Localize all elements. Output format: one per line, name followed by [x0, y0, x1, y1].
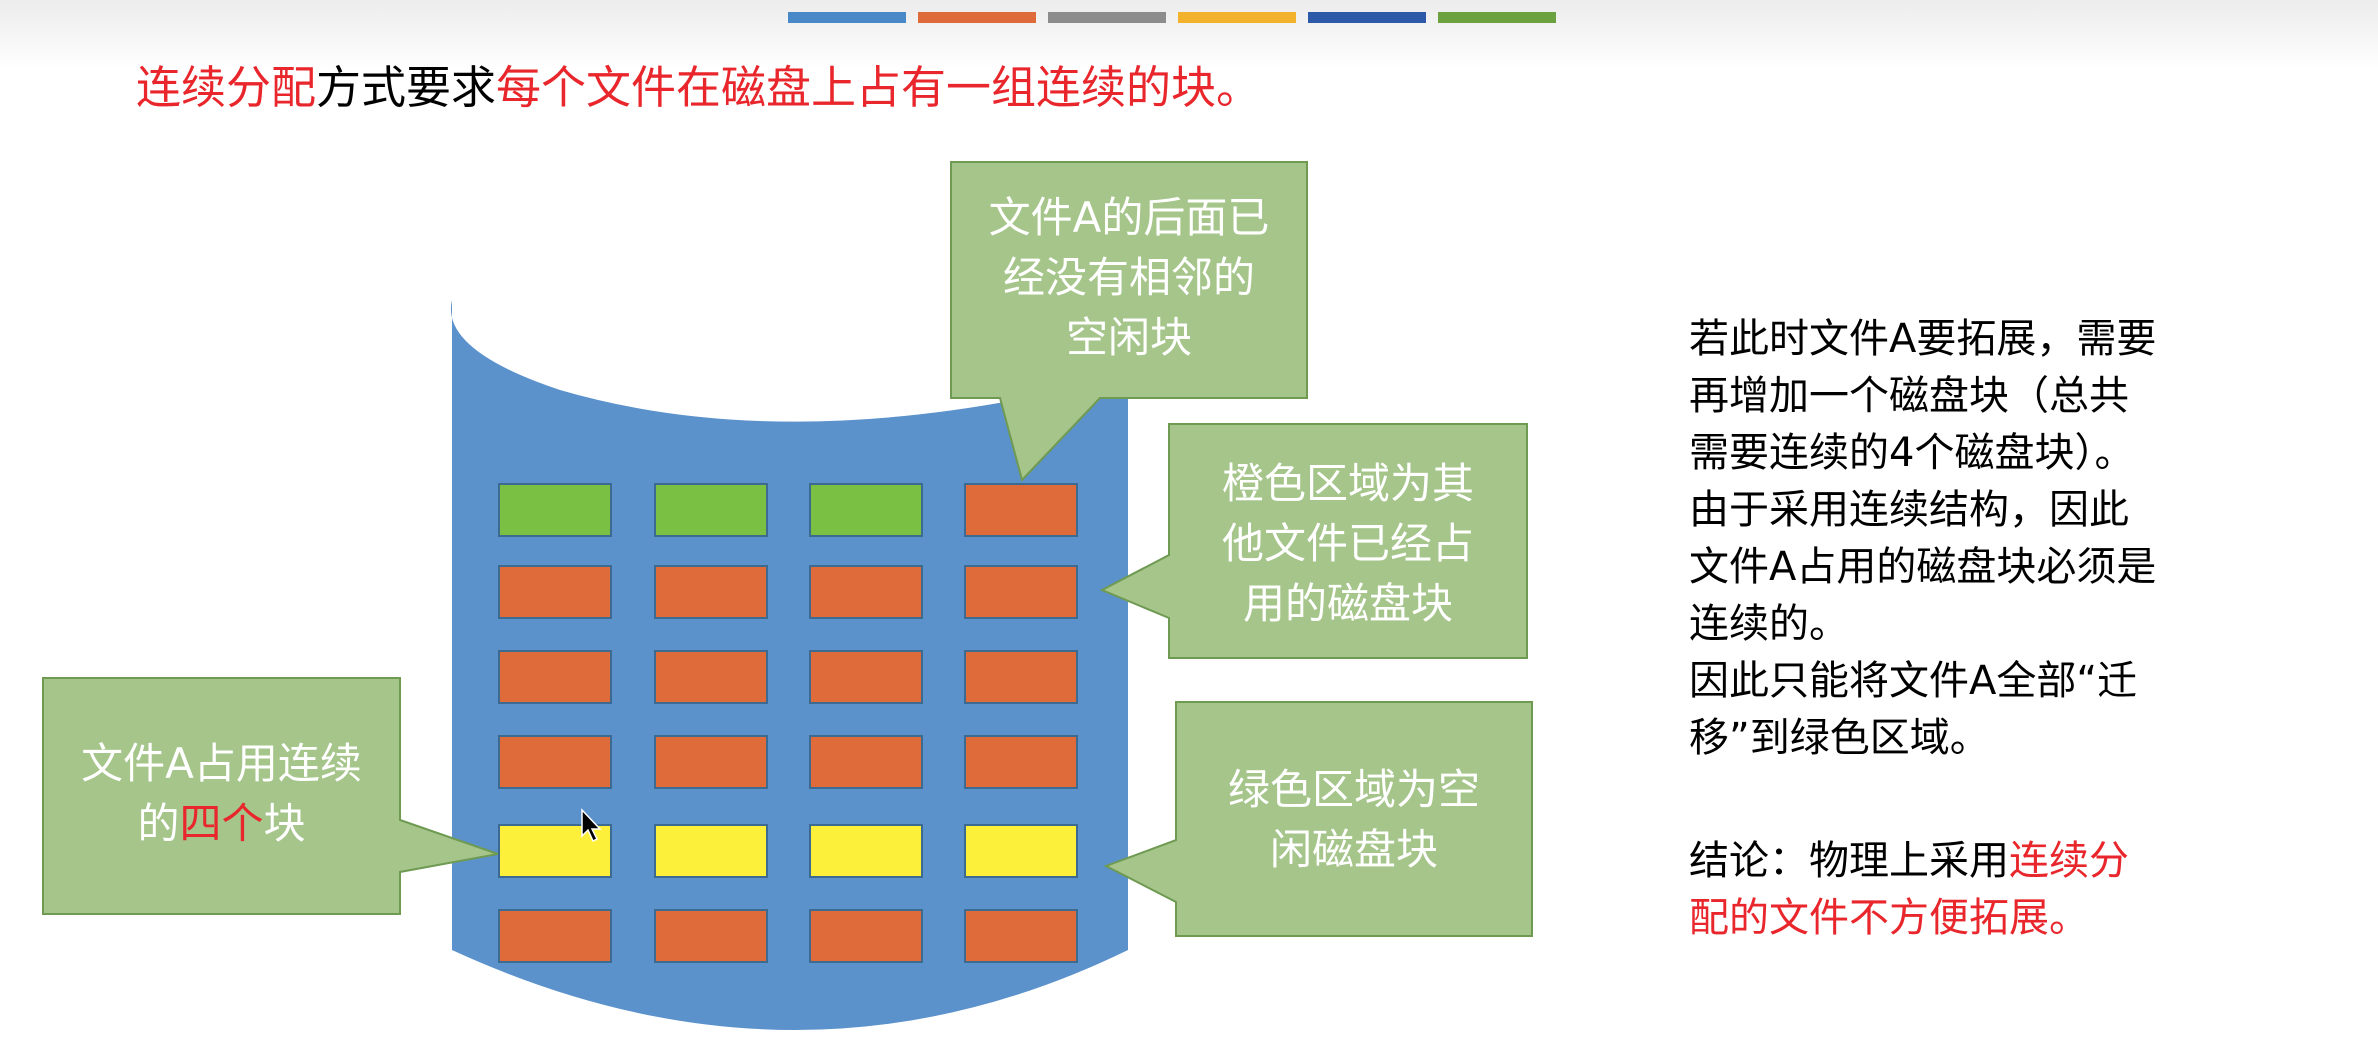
disk-block-occupied — [964, 483, 1078, 537]
conclusion-highlight: 连续分 — [2009, 838, 2129, 884]
title-highlight-1: 连续分配 — [136, 61, 317, 114]
explanation-line: 移”到绿色区域。 — [1689, 715, 1990, 761]
disk-block-occupied — [498, 909, 612, 963]
callout-green-text: 绿色区域为空 闲磁盘块 — [1176, 760, 1532, 880]
top-band — [0, 0, 2378, 70]
disk-block-occupied — [964, 909, 1078, 963]
explanation-line: 若此时文件A要拓展，需要 — [1689, 316, 2157, 362]
mouse-cursor-icon — [581, 808, 602, 843]
callout-line: 空闲块 — [1065, 313, 1192, 362]
disk-block-file-a — [654, 824, 768, 878]
callout-line: 绿色区域为空 — [1227, 765, 1480, 814]
decoration-bar — [918, 12, 1036, 23]
decoration-bar — [788, 12, 906, 23]
explanation-line: 因此只能将文件A全部“迁 — [1689, 658, 2138, 704]
title-plain: 方式要求 — [316, 61, 497, 114]
callout-line: 闲磁盘块 — [1269, 825, 1438, 874]
title-highlight-2: 每个文件在磁盘上占有一组连续的块。 — [496, 61, 1262, 114]
disk-block-free — [809, 483, 923, 537]
disk-block-occupied — [654, 909, 768, 963]
conclusion-part: 结论：物理上采用 — [1689, 838, 2009, 884]
callout-line: 经没有相邻的 — [1002, 253, 1255, 302]
conclusion-highlight: 配的文件不方便拓展。 — [1689, 895, 2089, 941]
conclusion-text: 结论：物理上采用连续分 配的文件不方便拓展。 — [1689, 833, 2329, 947]
conclusion-line: 结论：物理上采用连续分 — [1689, 833, 2329, 890]
disk-block-file-a — [809, 824, 923, 878]
decoration-bar — [1438, 12, 1556, 23]
disk-block-occupied — [654, 735, 768, 789]
decoration-bar — [1048, 12, 1166, 23]
callout-top-text: 文件A的后面已 经没有相邻的 空闲块 — [951, 188, 1307, 368]
callout-orange-box — [1099, 423, 1528, 659]
disk-block-occupied — [809, 650, 923, 704]
explanation-line: 需要连续的4个磁盘块）。 — [1689, 430, 2135, 476]
callout-left-box — [42, 677, 502, 915]
decoration-bar — [1308, 12, 1426, 23]
callout-line-part: 块 — [263, 799, 306, 848]
disk-block-occupied — [964, 650, 1078, 704]
explanation-line: 连续的。 — [1689, 601, 1849, 647]
callout-line: 文件A的后面已 — [988, 193, 1270, 242]
callout-green-box — [1103, 701, 1533, 937]
disk-block-occupied — [498, 735, 612, 789]
disk-block-occupied — [498, 650, 612, 704]
disk-cylinder — [450, 300, 1129, 1030]
disk-block-free — [498, 483, 612, 537]
callout-orange-text: 橙色区域为其 他文件已经占 用的磁盘块 — [1169, 454, 1527, 634]
callout-top-box — [950, 161, 1308, 482]
callout-line: 的四个块 — [43, 794, 400, 854]
disk-block-occupied — [654, 565, 768, 619]
callout-highlight: 四个 — [179, 799, 264, 848]
explanation-text: 若此时文件A要拓展，需要 再增加一个磁盘块（总共 需要连续的4个磁盘块）。 由于… — [1689, 311, 2329, 767]
disk-block-occupied — [809, 735, 923, 789]
decoration-bar — [1178, 12, 1296, 23]
explanation-line: 再增加一个磁盘块（总共 — [1689, 373, 2129, 419]
callout-line: 文件A占用连续 — [81, 739, 362, 788]
disk-block-occupied — [809, 565, 923, 619]
explanation-line: 由于采用连续结构，因此 — [1689, 487, 2129, 533]
explanation-line: 文件A占用的磁盘块必须是 — [1689, 544, 2157, 590]
disk-block-file-a — [964, 824, 1078, 878]
disk-block-occupied — [809, 909, 923, 963]
callout-line: 用的磁盘块 — [1242, 579, 1453, 628]
disk-block-free — [654, 483, 768, 537]
callout-left-text: 文件A占用连续 的四个块 — [43, 734, 400, 854]
disk-block-occupied — [654, 650, 768, 704]
callout-line: 橙色区域为其 — [1221, 459, 1474, 508]
disk-block-occupied — [964, 565, 1078, 619]
disk-block-occupied — [964, 735, 1078, 789]
callout-line-part: 的 — [137, 799, 180, 848]
callout-line: 他文件已经占 — [1221, 519, 1474, 568]
slide-title: 连续分配方式要求每个文件在磁盘上占有一组连续的块。 — [136, 58, 1636, 118]
disk-block-occupied — [498, 565, 612, 619]
